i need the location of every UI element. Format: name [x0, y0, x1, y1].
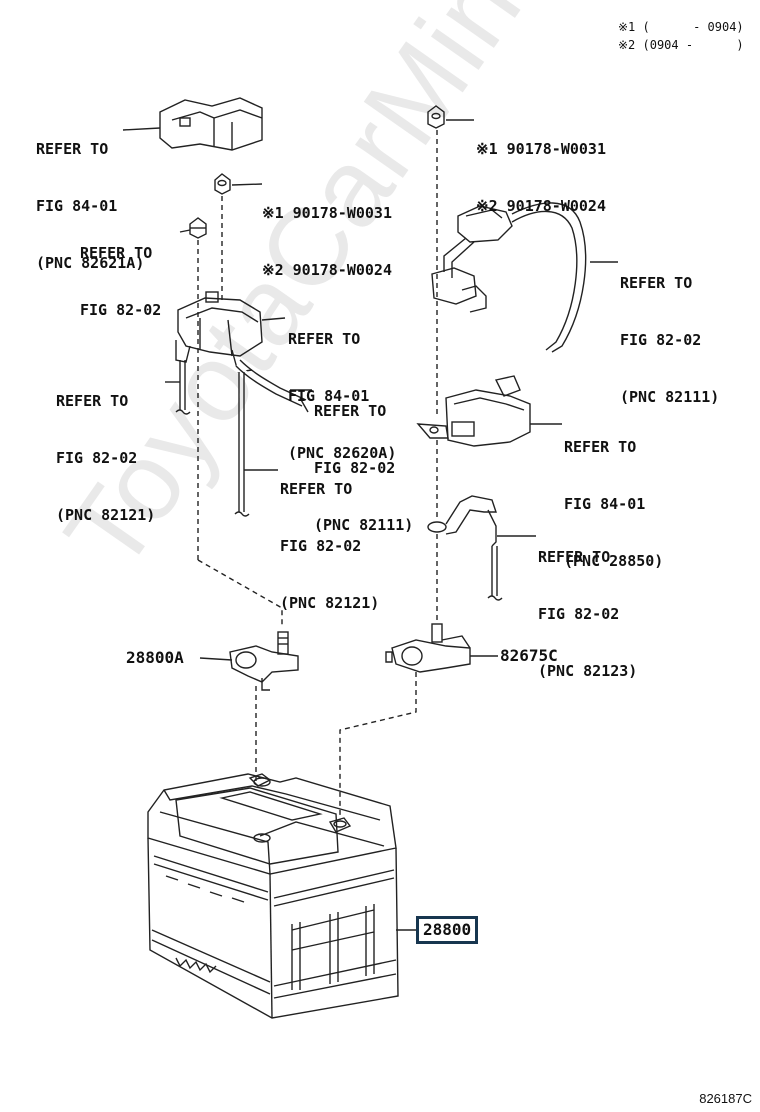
current-sensor-bracket-icon	[175, 291, 263, 373]
leader-line	[261, 317, 286, 321]
cable-icon	[233, 359, 309, 413]
dashed-guide-line	[197, 559, 283, 628]
note-2: ※2 (0904 - )	[618, 38, 744, 52]
wire-icon	[234, 372, 250, 517]
leader-line	[231, 183, 263, 186]
refer-label-84-01-28850[interactable]: REFER TO FIG 84-01 (PNC 28850)	[564, 438, 664, 570]
positive-terminal-icon	[385, 623, 471, 673]
battery-icon	[147, 773, 399, 1019]
dashed-guide-line	[339, 672, 417, 820]
refer-label-82-02-82121-mid[interactable]: REFER TO FIG 82-02 (PNC 82121)	[280, 480, 380, 612]
flange-nut-icon	[427, 105, 445, 129]
nut-part-numbers-right[interactable]: ※1 90178-W0031 ※2 90178-W0024	[476, 140, 606, 215]
leader-line	[199, 657, 233, 661]
refer-label-82-02-top[interactable]: REFER TO FIG 82-02	[80, 244, 162, 319]
nut-part-numbers-left[interactable]: ※1 90178-W0031 ※2 90178-W0024	[262, 204, 392, 279]
positive-cable-icon	[431, 202, 587, 353]
refer-label-84-01-82621a[interactable]: REFER TO FIG 84-01 (PNC 82621A)	[36, 140, 145, 272]
note-1: ※1 ( - 0904)	[618, 20, 744, 34]
figure-id: 826187C	[699, 1091, 752, 1106]
refer-label-82-02-82111-right[interactable]: REFER TO FIG 82-02 (PNC 82111)	[620, 274, 720, 406]
relay-block-icon	[159, 97, 263, 151]
part-number-28800-highlighted[interactable]: 28800	[416, 916, 479, 944]
refer-label-82-02-82123[interactable]: REFER TO FIG 82-02 (PNC 82123)	[538, 548, 638, 680]
refer-label-84-01-82620a[interactable]: REFER TO FIG 84-01 (PNC 82620A)	[288, 330, 397, 462]
refer-label-82-02-82111-mid[interactable]: REFER TO FIG 82-02 (PNC 82111)	[314, 402, 414, 534]
part-number-82675c[interactable]: 82675C	[500, 646, 558, 665]
ground-strap-icon	[427, 495, 503, 601]
refer-label-82-02-82121-left[interactable]: REFER TO FIG 82-02 (PNC 82121)	[56, 392, 156, 524]
flange-nut-icon	[214, 173, 231, 195]
nut-icon	[189, 217, 207, 239]
leader-line	[122, 127, 161, 131]
fuse-block-icon	[416, 375, 531, 447]
part-number-28800a[interactable]: 28800A	[126, 648, 184, 667]
negative-terminal-icon	[229, 631, 299, 691]
wire-icon	[175, 360, 191, 415]
leader-line	[179, 229, 191, 233]
